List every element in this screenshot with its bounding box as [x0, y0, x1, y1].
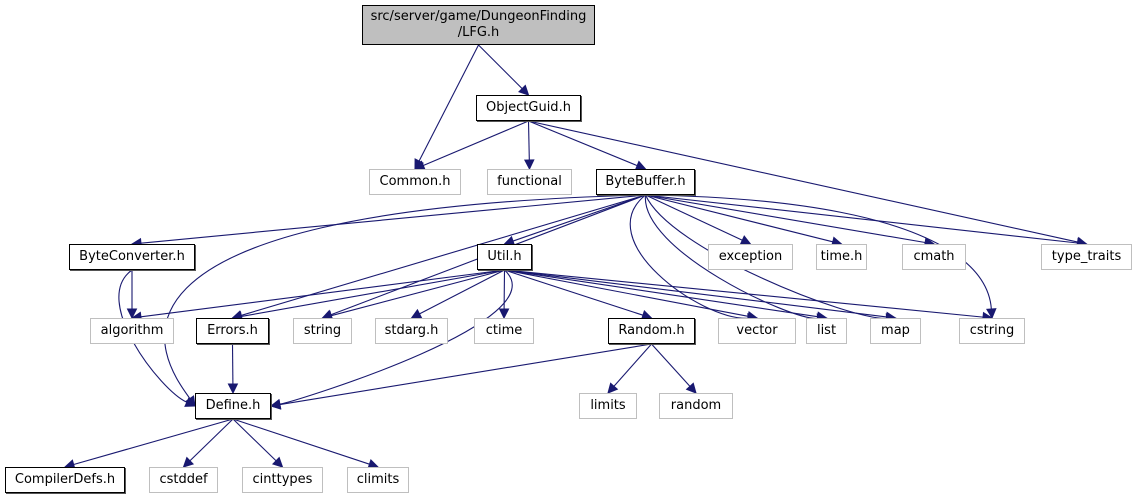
- node-random-h[interactable]: Random.h: [608, 318, 695, 344]
- node-bytebuffer-h[interactable]: ByteBuffer.h: [596, 169, 695, 195]
- edge-random_h-to-limits: [614, 344, 652, 386]
- node-cstddef: cstddef: [149, 467, 218, 493]
- arrowhead-random_h-to-define: [271, 400, 281, 409]
- edge-lfg-to-common: [419, 45, 478, 161]
- arrowhead-util-to-ctime: [500, 309, 509, 318]
- node-algorithm: algorithm: [90, 318, 174, 344]
- edge-lfg-to-objectguid: [479, 45, 523, 89]
- node-exception: exception: [708, 244, 793, 270]
- node-climits: climits: [347, 467, 409, 493]
- edge-define-to-cinttypes: [233, 419, 276, 461]
- node-cstring: cstring: [959, 318, 1025, 344]
- node-util-h[interactable]: Util.h: [477, 244, 532, 270]
- arrowhead-util-to-stdarg: [412, 310, 422, 318]
- node-byteconverter-h[interactable]: ByteConverter.h: [69, 244, 195, 270]
- node-ctime: ctime: [474, 318, 534, 344]
- node-cmath: cmath: [902, 244, 966, 270]
- edge-util-to-string: [331, 270, 504, 316]
- edge-bytebuffer-to-exception: [646, 195, 743, 240]
- node-errors-h[interactable]: Errors.h: [196, 318, 269, 344]
- node-map: map: [870, 318, 921, 344]
- node-lfg-h: src/server/game/DungeonFinding /LFG.h: [362, 5, 595, 45]
- node-define-h[interactable]: Define.h: [195, 393, 271, 419]
- node-random: random: [659, 393, 733, 419]
- edge-bytebuffer-to-byteconverter: [141, 195, 646, 243]
- edge-util-to-map: [505, 270, 887, 317]
- edge-objectguid-to-bytebuffer: [529, 121, 638, 166]
- node-list: list: [806, 318, 847, 344]
- edge-bytebuffer-to-cmath: [646, 195, 926, 242]
- node-common-h: Common.h: [369, 169, 461, 195]
- node-string: string: [293, 318, 352, 344]
- node-time-h: time.h: [816, 244, 867, 270]
- edge-bytebuffer-to-errors: [241, 195, 645, 315]
- edge-random_h-to-random: [652, 344, 690, 386]
- node-type-traits: type_traits: [1041, 244, 1132, 270]
- node-objectguid-h[interactable]: ObjectGuid.h: [476, 95, 581, 121]
- edge-bytebuffer-to-type_traits: [646, 195, 1078, 243]
- edge-util-to-algorithm: [141, 270, 505, 317]
- edge-bytebuffer-to-timeh: [646, 195, 833, 242]
- edge-bytebuffer-to-define: [165, 195, 646, 399]
- arrowhead-objectguid-to-functional: [525, 160, 534, 169]
- node-stdarg-h: stdarg.h: [375, 318, 448, 344]
- node-compilerdefs-h[interactable]: CompilerDefs.h: [5, 467, 125, 493]
- arrowhead-errors-to-define: [228, 384, 237, 393]
- node-functional: functional: [487, 169, 572, 195]
- edge-objectguid-to-functional: [529, 121, 530, 160]
- node-limits: limits: [579, 393, 637, 419]
- edge-objectguid-to-common: [423, 121, 528, 165]
- edge-define-to-climits: [233, 419, 369, 464]
- node-vector: vector: [718, 318, 796, 344]
- node-cinttypes: cinttypes: [242, 467, 323, 493]
- edge-bytebuffer-to-util: [513, 195, 645, 241]
- edge-util-to-errors: [241, 270, 504, 316]
